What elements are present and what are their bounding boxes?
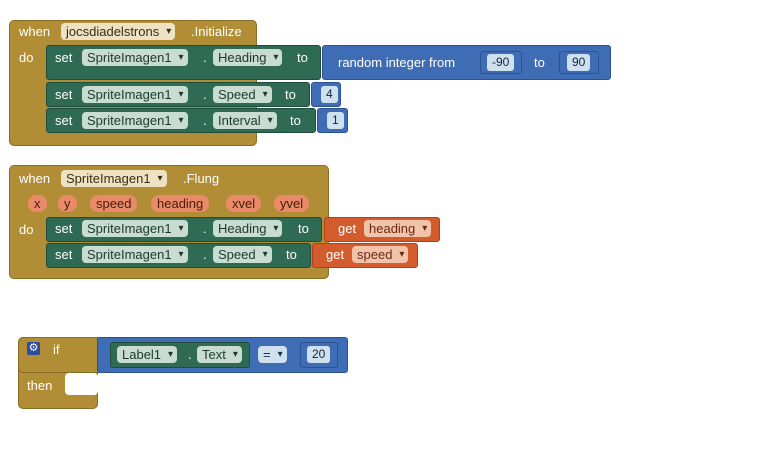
property-dropdown[interactable]: Interval xyxy=(213,112,277,129)
dot-label: . xyxy=(203,87,207,102)
when-label: when xyxy=(19,24,51,39)
screen-component-dropdown[interactable]: jocsdiadelstrons xyxy=(61,23,176,40)
dot-label: . xyxy=(203,247,207,262)
set-label: set xyxy=(55,247,73,262)
if-label: if xyxy=(53,342,60,357)
property-dropdown[interactable]: Speed xyxy=(213,86,272,103)
set-label: set xyxy=(55,87,73,102)
then-label: then xyxy=(27,378,53,393)
property-dropdown[interactable]: Heading xyxy=(213,49,283,66)
to-label: to xyxy=(286,247,297,262)
param-x[interactable]: x xyxy=(28,195,47,212)
to-label: to xyxy=(290,113,301,128)
dot-label: . xyxy=(188,347,192,362)
speed-value[interactable]: 4 xyxy=(321,86,338,103)
flung-event-label: .Flung xyxy=(183,171,220,186)
component-dropdown[interactable]: SpriteImagen1 xyxy=(82,220,188,237)
do-label: do xyxy=(19,50,34,65)
component-dropdown[interactable]: SpriteImagen1 xyxy=(82,86,188,103)
if-row-bar xyxy=(18,337,106,373)
compare-value[interactable]: 20 xyxy=(307,346,331,363)
property-dropdown[interactable]: Speed xyxy=(213,246,272,263)
component-dropdown[interactable]: SpriteImagen1 xyxy=(82,112,188,129)
dot-label: . xyxy=(203,221,207,236)
sprite-component-dropdown[interactable]: SpriteImagen1 xyxy=(61,170,167,187)
when-label: when xyxy=(19,171,51,186)
interval-value[interactable]: 1 xyxy=(327,112,344,129)
to-label: to xyxy=(297,50,308,65)
to-label: to xyxy=(298,221,309,236)
param-speed[interactable]: speed xyxy=(90,195,138,212)
param-heading[interactable]: heading xyxy=(151,195,210,212)
get-label: get xyxy=(338,221,357,236)
to-label: to xyxy=(285,87,296,102)
initialize-event-label: .Initialize xyxy=(191,24,242,39)
component-dropdown[interactable]: SpriteImagen1 xyxy=(82,49,188,66)
then-slot xyxy=(65,373,98,395)
dot-label: . xyxy=(203,113,207,128)
variable-dropdown[interactable]: speed xyxy=(352,246,409,263)
random-integer-label: random integer from xyxy=(338,55,456,70)
text-property-dropdown[interactable]: Text xyxy=(197,346,242,363)
property-dropdown[interactable]: Heading xyxy=(213,220,283,237)
variable-dropdown[interactable]: heading xyxy=(364,220,432,237)
random-to-label: to xyxy=(534,55,545,70)
set-label: set xyxy=(55,50,73,65)
random-from-value[interactable]: -90 xyxy=(487,54,515,71)
param-y[interactable]: y xyxy=(58,195,77,212)
set-label: set xyxy=(55,221,73,236)
gear-icon[interactable]: ⚙ xyxy=(27,342,40,355)
param-xvel[interactable]: xvel xyxy=(226,195,262,212)
operator-dropdown[interactable]: = xyxy=(258,346,287,363)
set-label: set xyxy=(55,113,73,128)
param-yvel[interactable]: yvel xyxy=(274,195,310,212)
dot-label: . xyxy=(203,50,207,65)
label-component-dropdown[interactable]: Label1 xyxy=(117,346,178,363)
get-label: get xyxy=(326,247,345,262)
component-dropdown[interactable]: SpriteImagen1 xyxy=(82,246,188,263)
do-label: do xyxy=(19,222,34,237)
random-to-value[interactable]: 90 xyxy=(567,54,591,71)
